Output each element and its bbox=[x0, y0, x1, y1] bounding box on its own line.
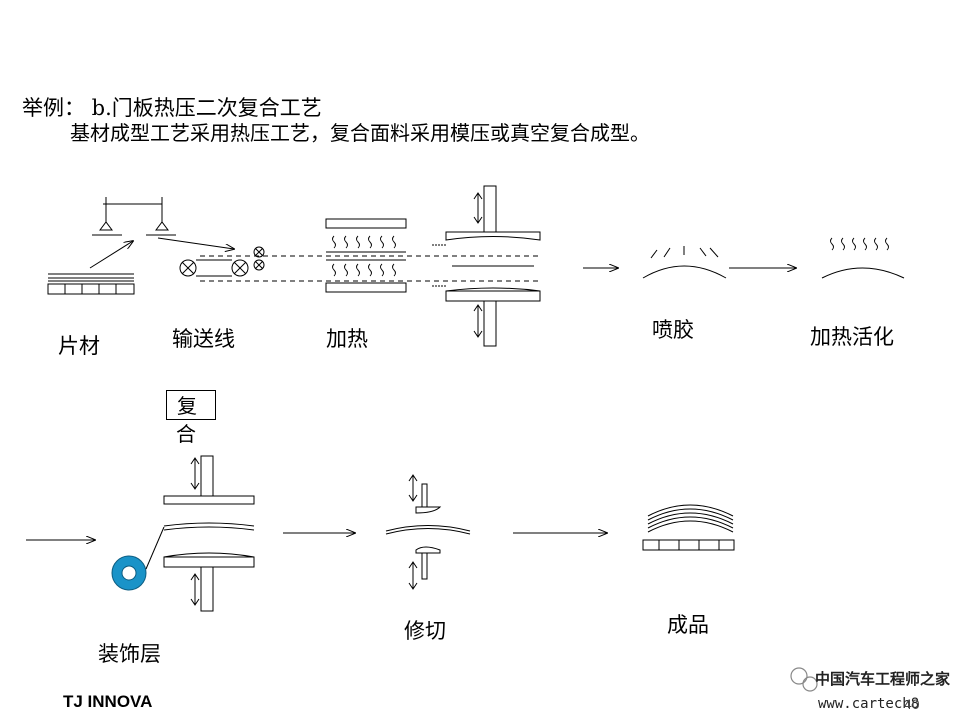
label-conveyor: 输送线 bbox=[172, 327, 235, 351]
label-composite-second: 合 bbox=[176, 422, 196, 446]
composite-press-stroke-arrows bbox=[190, 457, 200, 606]
footer-brand: TJ INNOVA bbox=[63, 692, 153, 711]
heat-waves-heater bbox=[332, 235, 396, 277]
slide-subheading: 基材成型工艺采用热压工艺，复合面料采用模压或真空复合成型。 bbox=[70, 121, 650, 145]
hot-press bbox=[432, 185, 541, 347]
watermark-site-name: 中国汽车工程师之家 bbox=[815, 670, 951, 688]
decor-roll bbox=[111, 526, 165, 591]
press-stroke-arrows bbox=[473, 192, 483, 338]
heater bbox=[325, 218, 407, 293]
watermark-url: www.cartech8 bbox=[818, 696, 920, 712]
glue-spray bbox=[642, 246, 727, 279]
label-composite-box: 复 bbox=[166, 390, 216, 420]
trim-tool bbox=[385, 483, 471, 580]
label-finished: 成品 bbox=[667, 613, 709, 637]
wechat-logo-icon bbox=[790, 667, 818, 692]
heat-activation bbox=[821, 237, 905, 279]
label-heating: 加热 bbox=[326, 327, 368, 351]
page-number: 40 bbox=[904, 696, 920, 712]
transfer-gantry bbox=[92, 197, 176, 236]
transfer-arrow-up bbox=[89, 241, 133, 269]
sheet-stack bbox=[47, 273, 135, 295]
label-heat-activation: 加热活化 bbox=[810, 325, 894, 349]
label-decor-layer: 装饰层 bbox=[98, 642, 161, 666]
label-glue-spray: 喷胶 bbox=[652, 318, 694, 342]
finished-product bbox=[642, 504, 735, 551]
label-sheet: 片材 bbox=[58, 334, 100, 358]
trim-stroke-arrows bbox=[408, 474, 418, 590]
transfer-arrow-to-conveyor bbox=[157, 237, 234, 249]
composite-press bbox=[163, 455, 255, 612]
conveyor bbox=[179, 246, 540, 282]
label-trimming: 修切 bbox=[404, 619, 446, 643]
slide-heading: 举例： b.门板热压二次复合工艺 bbox=[22, 96, 322, 120]
